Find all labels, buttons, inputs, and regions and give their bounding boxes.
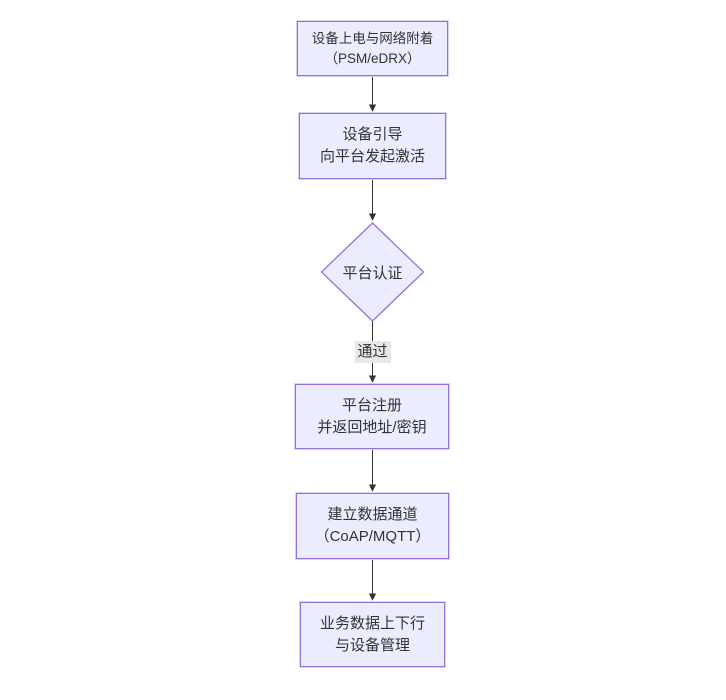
- node-label-line: 建立数据通道: [327, 506, 418, 523]
- edge-label-pass: 通过: [354, 341, 391, 363]
- node-label-line: 并返回地址/密钥: [317, 418, 427, 436]
- decision-diamond-shape: [320, 222, 425, 322]
- node-label-line: 设备上电与网络附着: [311, 30, 434, 46]
- node-power-attach: 设备上电与网络附着 （PSM/eDRX）: [297, 21, 448, 76]
- node-data-channel: 建立数据通道 （CoAP/MQTT）: [296, 493, 449, 559]
- node-bootstrap-activate: 设备引导 向平台发起激活: [299, 113, 446, 179]
- node-label-line: 平台注册: [341, 396, 402, 414]
- node-platform-auth: 平台认证: [321, 223, 424, 321]
- node-platform-register: 平台注册 并返回地址/密钥: [295, 384, 449, 449]
- node-label-line: 设备引导: [342, 126, 403, 143]
- node-business-data: 业务数据上下行 与设备管理: [300, 602, 445, 667]
- node-label-line: 向平台发起激活: [319, 148, 425, 165]
- node-label-line: 平台认证: [342, 264, 403, 282]
- node-label-line: 与设备管理: [334, 636, 410, 654]
- node-label-line: 业务数据上下行: [319, 614, 425, 632]
- node-label-line: （CoAP/MQTT）: [314, 528, 431, 545]
- node-label-line: （PSM/eDRX）: [324, 50, 421, 66]
